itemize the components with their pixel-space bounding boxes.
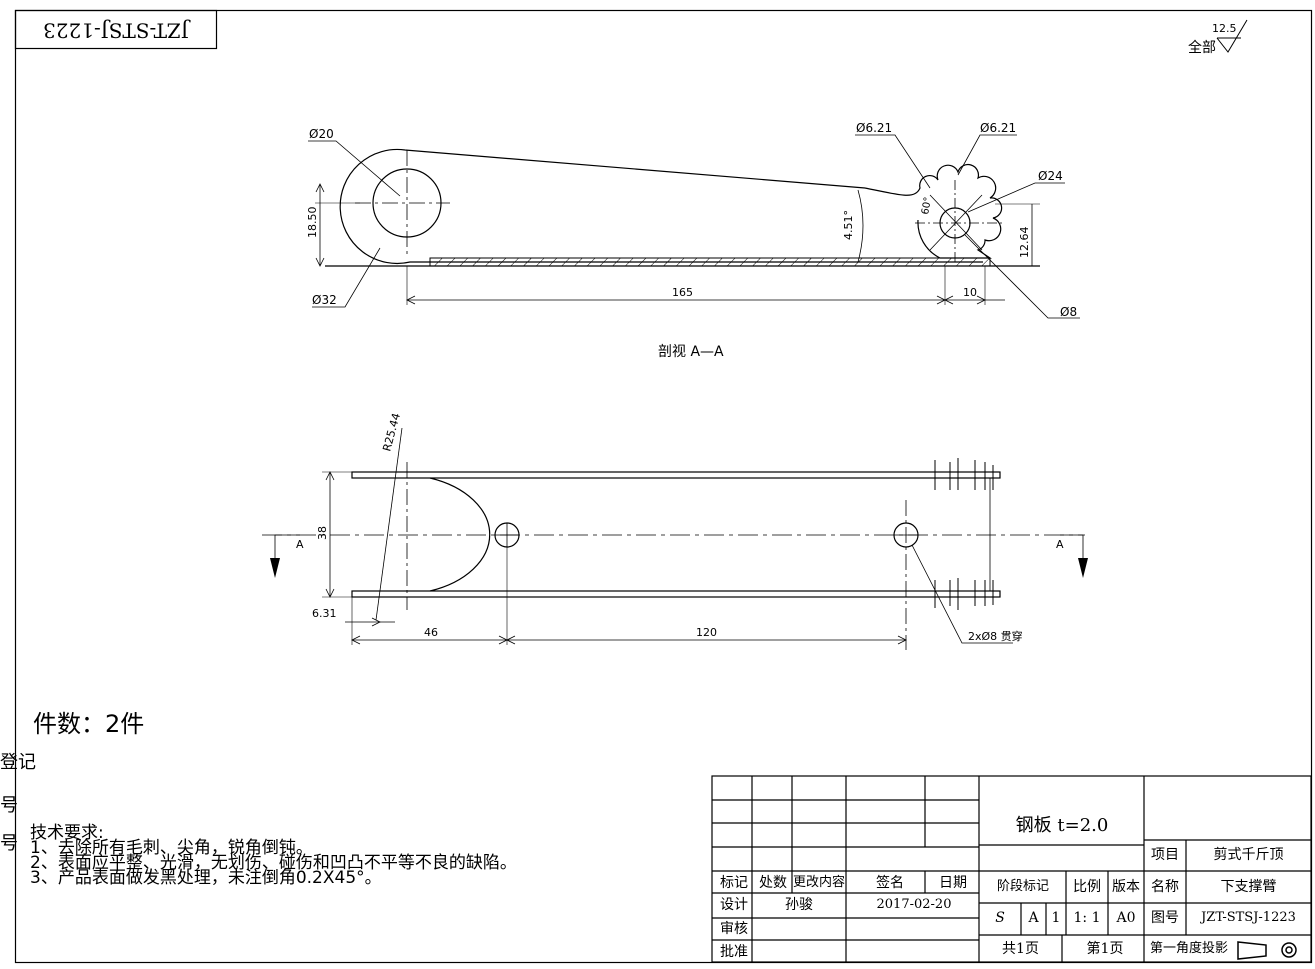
tb-stage-s: S (995, 910, 1005, 926)
section-arrow-left-icon (270, 558, 280, 578)
tb-name: 下支撑臂 (1220, 879, 1277, 895)
section-view (308, 134, 1080, 319)
tech-note-3: 3、产品表面做发黑处理，未注倒角0.2X45°。 (30, 868, 382, 888)
tb-material: 钢板 t=2.0 (1015, 815, 1109, 836)
arm-outline (339, 148, 983, 265)
tb-stage-1: 1 (1051, 910, 1061, 926)
tb-sheets-total: 共1页 (1002, 941, 1039, 957)
tb-header-date: 日期 (939, 875, 967, 891)
dim-angle-60: 60° (920, 196, 934, 215)
tb-role-approve: 批准 (720, 944, 748, 960)
dim-d6-21-a: Ø6.21 (856, 121, 892, 135)
gear-profile (864, 163, 1003, 259)
flange-top (351, 471, 1001, 479)
stamp-code: JZT-STSJ-1223 (43, 19, 191, 43)
tb-sheet-num: 第1页 (1086, 941, 1124, 957)
tb-scale: 1: 1 (1073, 910, 1101, 926)
plan-view (262, 427, 1085, 650)
tb-role-review: 审核 (720, 921, 748, 937)
dim-len165: 165 (672, 286, 693, 299)
tb-role-design: 设计 (720, 897, 748, 913)
roughness-prefix: 全部 (1188, 39, 1216, 56)
tb-drawing-no: JZT-STSJ-1223 (1201, 910, 1296, 925)
stamp-box (14, 9, 218, 50)
tb-version-header: 版本 (1112, 879, 1140, 895)
arc-end (429, 477, 491, 592)
dim-h12-64: 12.64 (1018, 227, 1031, 259)
tb-header-mark: 标记 (720, 875, 748, 891)
left-cut-label-2: 号 (0, 795, 18, 816)
sheet-border (14, 9, 1313, 964)
title-block-grid (711, 775, 1312, 963)
tb-designer: 孙骏 (785, 897, 813, 913)
dim-len10: 10 (963, 286, 977, 299)
tb-header-count: 处数 (759, 875, 787, 891)
tb-drawing-no-label: 图号 (1151, 910, 1179, 926)
section-arrow-right-icon (1078, 558, 1088, 578)
left-cut-label-1: 登记 (0, 752, 36, 773)
quantity-label: 件数：2件 (33, 710, 145, 738)
dim-w38: 38 (316, 526, 329, 540)
roughness-mark: 全部 12.5 (1188, 19, 1248, 56)
section-label: 剖视 A—A (658, 344, 724, 360)
dim-x6-31: 6.31 (312, 607, 337, 620)
tech-notes-title: 技术要求: (30, 823, 104, 843)
dim-d8: Ø8 (1060, 305, 1077, 319)
tech-note-1: 1、去除所有毛刺、尖角，锐角倒钝。 (30, 838, 313, 858)
section-marker-left: A (296, 538, 304, 551)
tb-projection: 第一角度投影 (1149, 941, 1228, 956)
tb-scale-header: 比例 (1073, 879, 1101, 895)
tb-version: A0 (1116, 910, 1136, 926)
section-marker-right: A (1056, 538, 1064, 551)
dim-h18-50: 18.50 (306, 207, 319, 239)
tb-project: 剪式千斤顶 (1213, 847, 1284, 863)
tb-stage-a: A (1028, 910, 1039, 926)
dim-x120: 120 (696, 626, 717, 639)
tb-name-label: 名称 (1151, 879, 1179, 895)
roughness-value: 12.5 (1212, 22, 1237, 35)
tb-date: 2017-02-20 (876, 897, 952, 912)
dim-d24: Ø24 (1038, 169, 1063, 183)
tb-header-sign: 签名 (876, 875, 904, 891)
dim-angle: 4.51° (842, 210, 855, 240)
flange-bottom (351, 590, 1001, 598)
dim-holes: 2xØ8 贯穿 (968, 629, 1023, 643)
technical-notes: 技术要求: 1、去除所有毛刺、尖角，锐角倒钝。 2、表面应平整、光滑，无划伤、碰… (30, 823, 517, 888)
tb-header-change: 更改内容 (792, 875, 845, 890)
dim-d32: Ø32 (312, 293, 337, 307)
roughness-symbol-icon (1216, 19, 1248, 53)
dim-d6-21-b: Ø6.21 (980, 121, 1016, 135)
left-cut-label-3: 号 (0, 833, 18, 854)
tb-stage-header: 阶段标记 (996, 879, 1049, 894)
first-angle-projection-icon (1237, 941, 1297, 960)
tech-note-2: 2、表面应平整、光滑，无划伤、碰伤和凹凸不平等不良的缺陷。 (30, 853, 517, 873)
dim-d20: Ø20 (309, 127, 334, 141)
dim-x46: 46 (424, 626, 438, 639)
tb-project-label: 项目 (1151, 847, 1179, 863)
